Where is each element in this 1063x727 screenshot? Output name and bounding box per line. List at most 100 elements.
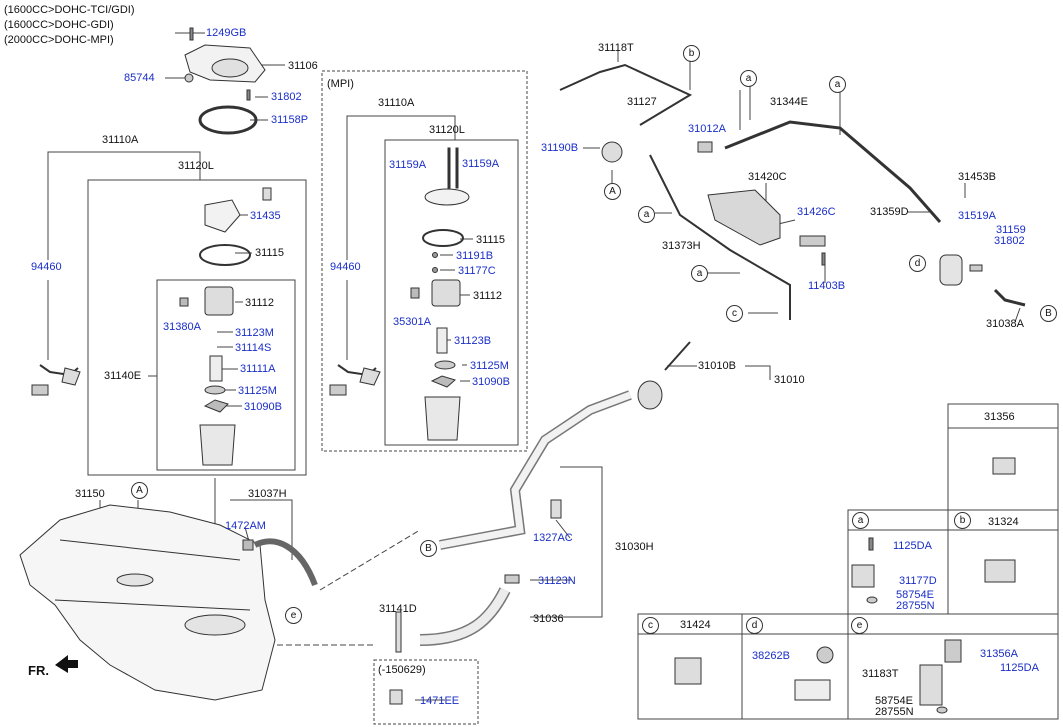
- part-label[interactable]: 31426C: [797, 206, 836, 218]
- part-label[interactable]: 94460: [330, 261, 361, 273]
- part-label[interactable]: 31356A: [980, 648, 1018, 660]
- part-label[interactable]: 31435: [250, 210, 281, 222]
- part-label[interactable]: 35301A: [393, 316, 431, 328]
- pump-module-frame-left: [87, 179, 307, 476]
- callout-circle: e: [851, 617, 868, 634]
- part-label[interactable]: 31359D: [870, 206, 909, 218]
- part-label[interactable]: 31110A: [378, 97, 415, 109]
- filter-strainer-mpi: [424, 396, 461, 441]
- part-label[interactable]: 31115: [476, 234, 505, 246]
- callout-circle: d: [746, 617, 763, 634]
- mpi-label: (MPI): [327, 78, 354, 90]
- part-label[interactable]: 31453B: [958, 171, 996, 183]
- part-label[interactable]: 31030H: [615, 541, 654, 553]
- part-label[interactable]: 31010B: [698, 360, 736, 372]
- part-label[interactable]: 31123M: [235, 327, 274, 339]
- date-frame: [373, 659, 479, 725]
- callout-circle: b: [683, 45, 700, 62]
- part-label[interactable]: 1327AC: [533, 532, 573, 544]
- part-label[interactable]: 31037H: [248, 488, 287, 500]
- part-label[interactable]: 31191B: [456, 250, 494, 262]
- part-label[interactable]: 31125M: [470, 360, 509, 372]
- legend-table-ab: [847, 509, 1059, 615]
- part-label[interactable]: 31158P: [271, 114, 309, 126]
- part-label[interactable]: 31420C: [748, 171, 787, 183]
- part-label[interactable]: 31123B: [454, 335, 492, 347]
- callout-circle: c: [642, 617, 659, 634]
- part-label[interactable]: 31140E: [104, 370, 142, 382]
- callout-circle: A: [131, 482, 148, 499]
- part-label[interactable]: 31112: [473, 290, 502, 302]
- part-label[interactable]: 31123N: [538, 575, 576, 587]
- part-label[interactable]: 31125M: [238, 385, 277, 397]
- part-label[interactable]: 31177C: [458, 265, 496, 277]
- part-label[interactable]: 31112: [245, 297, 274, 309]
- part-label[interactable]: 31118T: [598, 42, 634, 54]
- mpi-frame: [321, 70, 528, 452]
- part-label[interactable]: 31120L: [178, 160, 214, 172]
- callout-circle: a: [829, 76, 846, 93]
- part-label[interactable]: 31802: [994, 235, 1025, 247]
- part-label[interactable]: 31380A: [163, 321, 201, 333]
- canister-31420C: [707, 189, 781, 246]
- part-label[interactable]: 58754E: [875, 695, 913, 707]
- part-label[interactable]: 58754E: [896, 589, 934, 601]
- part-label[interactable]: 31177D: [899, 575, 937, 587]
- part-label[interactable]: 31120L: [429, 124, 465, 136]
- callout-circle: a: [638, 206, 655, 223]
- part-label[interactable]: 38262B: [752, 650, 790, 662]
- gasket-ring-31158P: [198, 105, 258, 135]
- callout-circle: B: [1040, 305, 1057, 322]
- callout-circle: d: [909, 255, 926, 272]
- part-label[interactable]: 1472AM: [225, 520, 266, 532]
- part-label[interactable]: 31090B: [244, 401, 282, 413]
- part-label[interactable]: 1249GB: [206, 27, 247, 39]
- part-label[interactable]: 85744: [124, 72, 155, 84]
- part-label[interactable]: 31802: [271, 91, 302, 103]
- part-label[interactable]: 31324: [988, 516, 1019, 528]
- o-ring-left: [199, 244, 251, 266]
- part-label[interactable]: 31012A: [688, 123, 726, 135]
- part-label[interactable]: 31127: [627, 96, 657, 108]
- header-line-1: (1600CC>DOHC-TCI/GDI): [4, 4, 135, 16]
- part-label[interactable]: 31373H: [662, 240, 701, 252]
- callout-circle: a: [740, 70, 757, 87]
- part-label[interactable]: 1471EE: [420, 695, 460, 707]
- part-label[interactable]: 1125DA: [1000, 662, 1039, 674]
- part-label[interactable]: 31159A: [462, 158, 500, 170]
- part-label[interactable]: 31010: [774, 374, 805, 386]
- callout-circle: a: [691, 265, 708, 282]
- part-label[interactable]: 31115: [255, 247, 284, 259]
- part-label[interactable]: 31038A: [986, 318, 1024, 330]
- part-label[interactable]: 31183T: [862, 668, 899, 680]
- part-label[interactable]: 28755N: [896, 600, 935, 612]
- part-label[interactable]: 31519A: [958, 210, 996, 222]
- part-label[interactable]: 28755N: [875, 706, 914, 718]
- part-label[interactable]: 31344E: [770, 96, 808, 108]
- part-label[interactable]: 31110A: [102, 134, 139, 146]
- part-label[interactable]: 31141D: [379, 603, 417, 615]
- part-label[interactable]: 11403B: [808, 280, 846, 292]
- vent-valve-31190B: [601, 141, 623, 163]
- pump-cup-left: [204, 286, 234, 316]
- filler-cap-31010: [637, 380, 663, 410]
- part-label[interactable]: 31036: [533, 613, 564, 625]
- part-label[interactable]: 31190B: [541, 142, 579, 154]
- part-label[interactable]: 31424: [680, 619, 711, 631]
- part-label[interactable]: 31159: [996, 224, 1026, 236]
- part-label[interactable]: 31106: [288, 60, 318, 72]
- part-label[interactable]: 31090B: [472, 376, 510, 388]
- part-label[interactable]: 31150: [75, 488, 105, 500]
- callout-circle: A: [604, 183, 621, 200]
- part-label[interactable]: 31111A: [240, 363, 276, 375]
- part-label[interactable]: 31114S: [235, 342, 272, 354]
- front-arrow-icon: [55, 655, 78, 673]
- part-label[interactable]: 31159A: [389, 159, 427, 171]
- part-label[interactable]: 31356: [984, 411, 1015, 423]
- header-line-2: (1600CC>DOHC-GDI): [4, 19, 114, 31]
- filter-strainer-left: [199, 424, 236, 466]
- part-label[interactable]: 94460: [31, 261, 62, 273]
- part-label[interactable]: 1125DA: [893, 540, 932, 552]
- callout-circle: b: [954, 512, 971, 529]
